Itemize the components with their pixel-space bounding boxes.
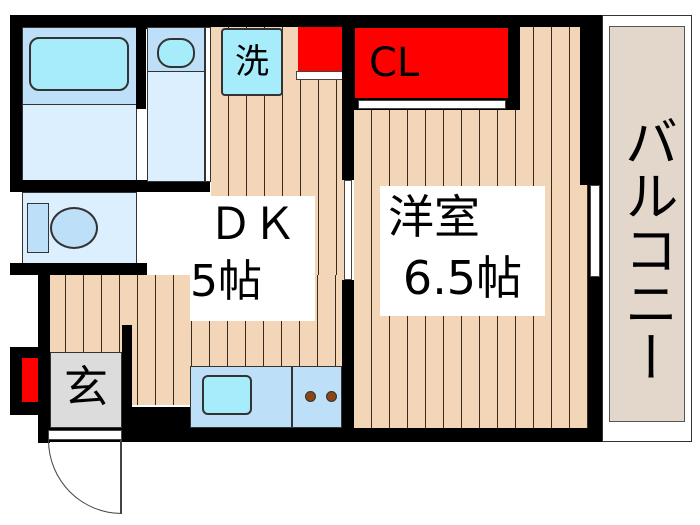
laundry-label: 洗: [235, 42, 269, 82]
closet-label: CL: [369, 40, 420, 86]
toilet-bowl-icon: [50, 207, 98, 249]
entrance-door-swing: [48, 440, 122, 514]
dk-size: 5帖: [190, 256, 262, 307]
storage-small-door: [296, 71, 346, 80]
kitchen-sink-icon: [202, 375, 252, 415]
left-wall-lower: [38, 263, 50, 443]
bath-wall-bottom: [10, 180, 210, 192]
western-room-name: 洋室: [388, 190, 480, 244]
storage-small: [298, 27, 342, 71]
kitchen-partition: [122, 325, 132, 428]
closet: CL: [355, 28, 508, 98]
dk-label: ＤＫ 5帖: [190, 196, 315, 321]
western-room-size: 6.5帖: [402, 251, 523, 305]
bath-wall-right: [136, 27, 146, 109]
balcony-window: [590, 185, 600, 277]
shoe-box: [22, 358, 38, 402]
toilet-tank-icon: [27, 203, 49, 253]
right-wall-upper: [580, 15, 602, 185]
bathtub-icon: [29, 37, 129, 91]
entrance: 玄: [50, 352, 122, 428]
outer-wall-bottom: [38, 428, 602, 442]
washroom-wall-right: [205, 27, 211, 182]
dk-name: ＤＫ: [208, 199, 297, 250]
stove-burner-icon: [305, 391, 316, 402]
outer-wall-left: [10, 15, 24, 185]
toilet-wall-bottom: [10, 263, 147, 275]
laundry-space: 洗: [221, 28, 283, 96]
western-room-label: 洋室 6.5帖: [380, 186, 545, 316]
dk-room-sliding-door: [344, 180, 352, 280]
entrance-label: 玄: [64, 362, 108, 413]
balcony-label: バルコニー: [609, 26, 685, 422]
washbasin-icon: [157, 38, 195, 68]
dk-room-partition-lower: [342, 280, 354, 430]
closet-door: [358, 100, 506, 109]
balcony: バルコニー: [602, 15, 692, 442]
kitchen-floor-step: [132, 407, 190, 429]
stove-burner-icon: [326, 391, 337, 402]
entrance-door[interactable]: [48, 430, 122, 440]
entrance-door-leaf: [120, 440, 122, 514]
